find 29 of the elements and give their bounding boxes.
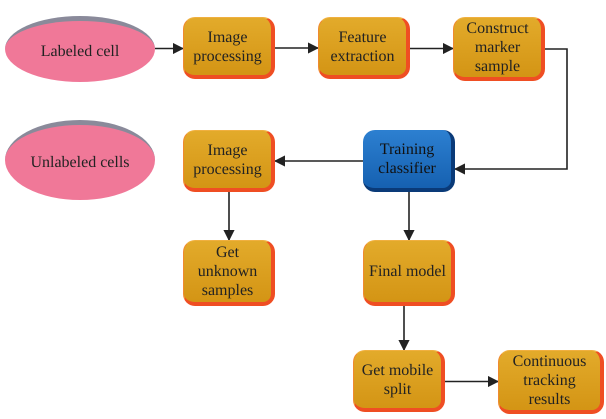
- arrow: [398, 306, 410, 352]
- node-label: Image processing: [192, 140, 263, 178]
- node-label: Construct marker sample: [465, 19, 530, 76]
- process-box: [318, 17, 410, 79]
- node-label: Continuous tracking results: [512, 352, 588, 409]
- arrow: [155, 42, 184, 54]
- node-label: Unlabeled cells: [29, 153, 131, 172]
- node-label: Get mobile split: [360, 360, 434, 398]
- node-label: Training classifier: [377, 140, 437, 178]
- arrow: [454, 48, 568, 175]
- process-box: [363, 130, 455, 192]
- process-box: [363, 240, 455, 306]
- node-label: Feature extraction: [330, 28, 396, 66]
- process-box: [353, 350, 445, 412]
- arrow: [223, 192, 235, 242]
- arrow: [274, 155, 363, 167]
- arrow: [410, 42, 454, 54]
- process-box: [453, 17, 545, 81]
- process-box: [183, 130, 275, 192]
- node-label: Final model: [368, 262, 447, 281]
- process-box: [498, 350, 604, 414]
- process-box: [183, 17, 275, 79]
- node-label: Image processing: [192, 28, 263, 66]
- process-box: [183, 240, 275, 306]
- arrow: [403, 192, 415, 242]
- arrow: [445, 376, 500, 388]
- node-label: Get unknown samples: [196, 243, 258, 300]
- arrow: [275, 42, 320, 54]
- node-label: Labeled cell: [40, 42, 120, 61]
